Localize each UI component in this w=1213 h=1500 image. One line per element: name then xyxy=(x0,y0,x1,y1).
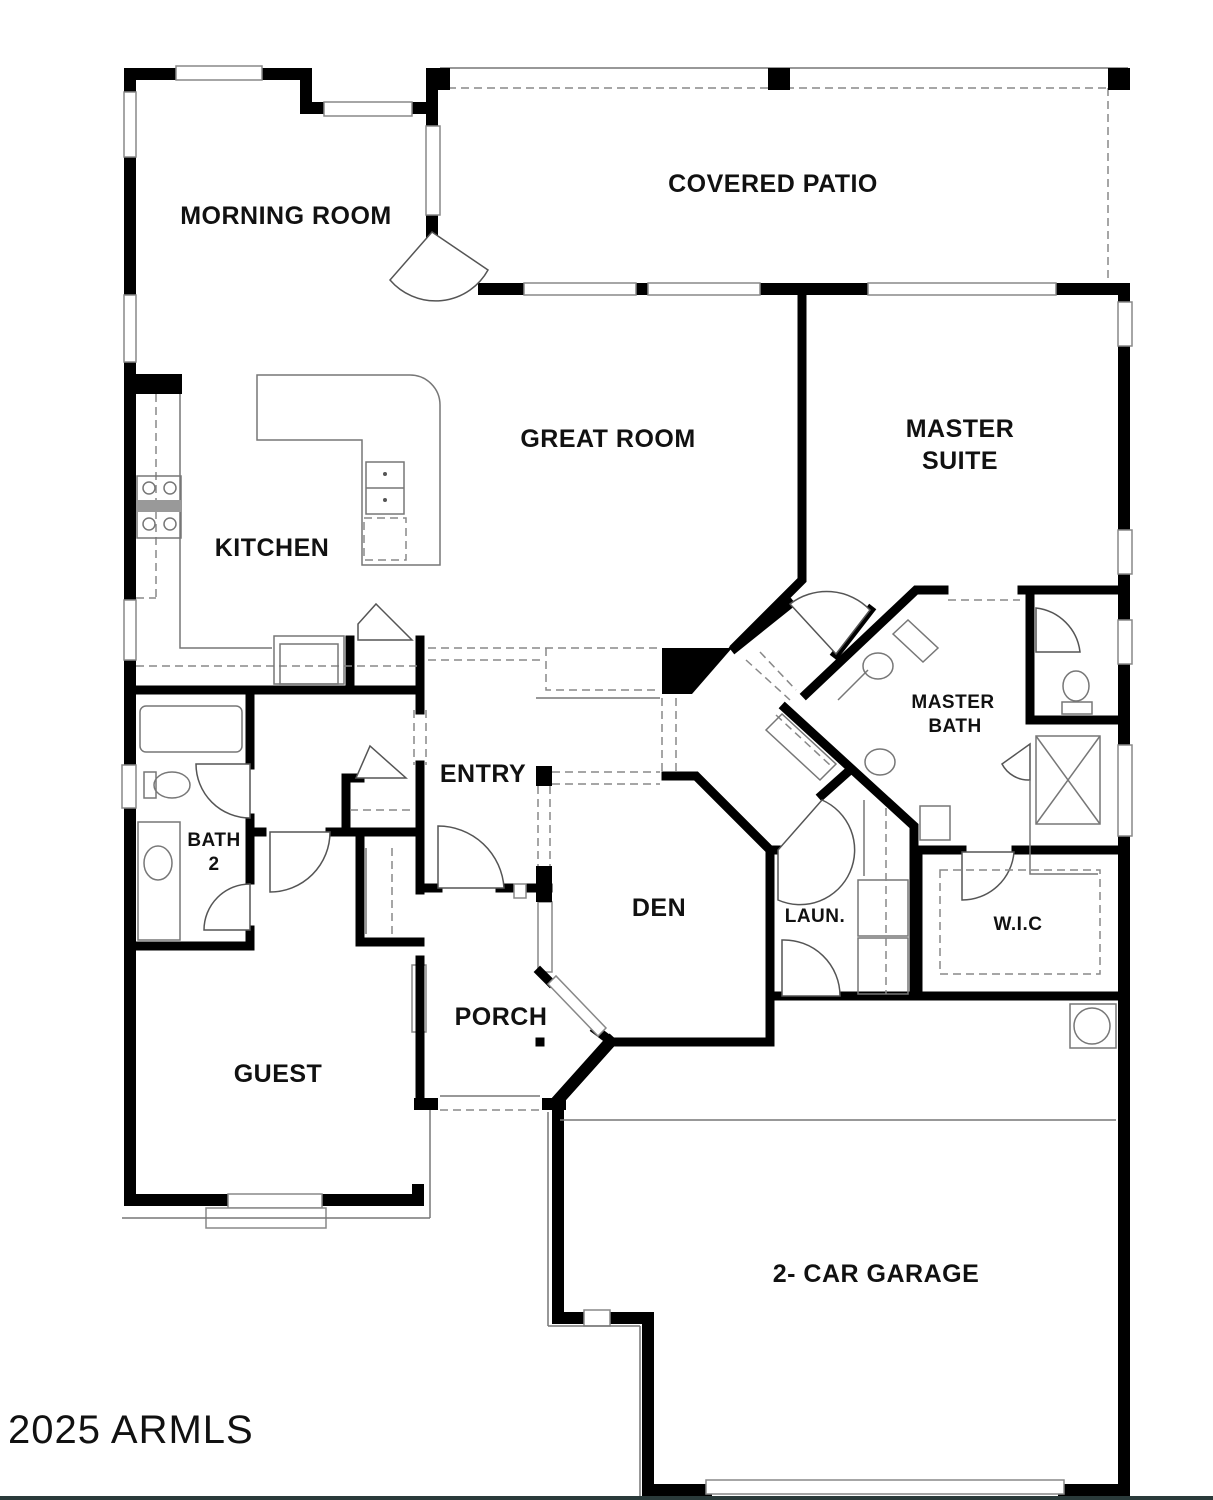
master-fixtures xyxy=(764,590,1101,975)
exterior-walls xyxy=(124,68,1130,1496)
label-bath2-2: 2 xyxy=(208,854,219,875)
label-covered-patio: COVERED PATIO xyxy=(668,170,878,198)
label-porch: PORCH xyxy=(455,1003,548,1031)
label-wic: W.I.C xyxy=(994,914,1043,935)
label-garage: 2- CAR GARAGE xyxy=(773,1260,980,1288)
laundry-fixtures xyxy=(777,799,1117,1049)
label-laundry: LAUN. xyxy=(785,906,846,927)
covered-patio-outline xyxy=(428,67,1130,285)
room-labels: MORNING ROOM COVERED PATIO GREAT ROOM MA… xyxy=(180,170,1042,1288)
copyright-watermark: 2025 ARMLS xyxy=(8,1408,254,1452)
label-kitchen: KITCHEN xyxy=(215,534,330,562)
entry-door-swing xyxy=(437,825,505,889)
label-master-suite-2: SUITE xyxy=(922,447,998,475)
patio-door-swing xyxy=(389,231,489,302)
label-den: DEN xyxy=(632,894,686,922)
label-entry: ENTRY xyxy=(440,760,526,788)
label-master-bath-2: BATH xyxy=(928,716,981,737)
bath2-fixtures xyxy=(137,705,414,941)
label-guest: GUEST xyxy=(234,1060,323,1088)
bottom-border xyxy=(0,1496,1213,1500)
label-master-bath-1: MASTER xyxy=(911,692,994,713)
interior-walls xyxy=(125,284,1129,1109)
dashed-lines xyxy=(136,599,1020,866)
label-master-suite-1: MASTER xyxy=(906,415,1015,443)
label-bath2-1: BATH xyxy=(187,830,240,851)
label-morning-room: MORNING ROOM xyxy=(180,202,392,230)
label-great-room: GREAT ROOM xyxy=(520,425,695,453)
windows xyxy=(121,65,1133,1496)
kitchen-fixtures xyxy=(136,374,441,685)
